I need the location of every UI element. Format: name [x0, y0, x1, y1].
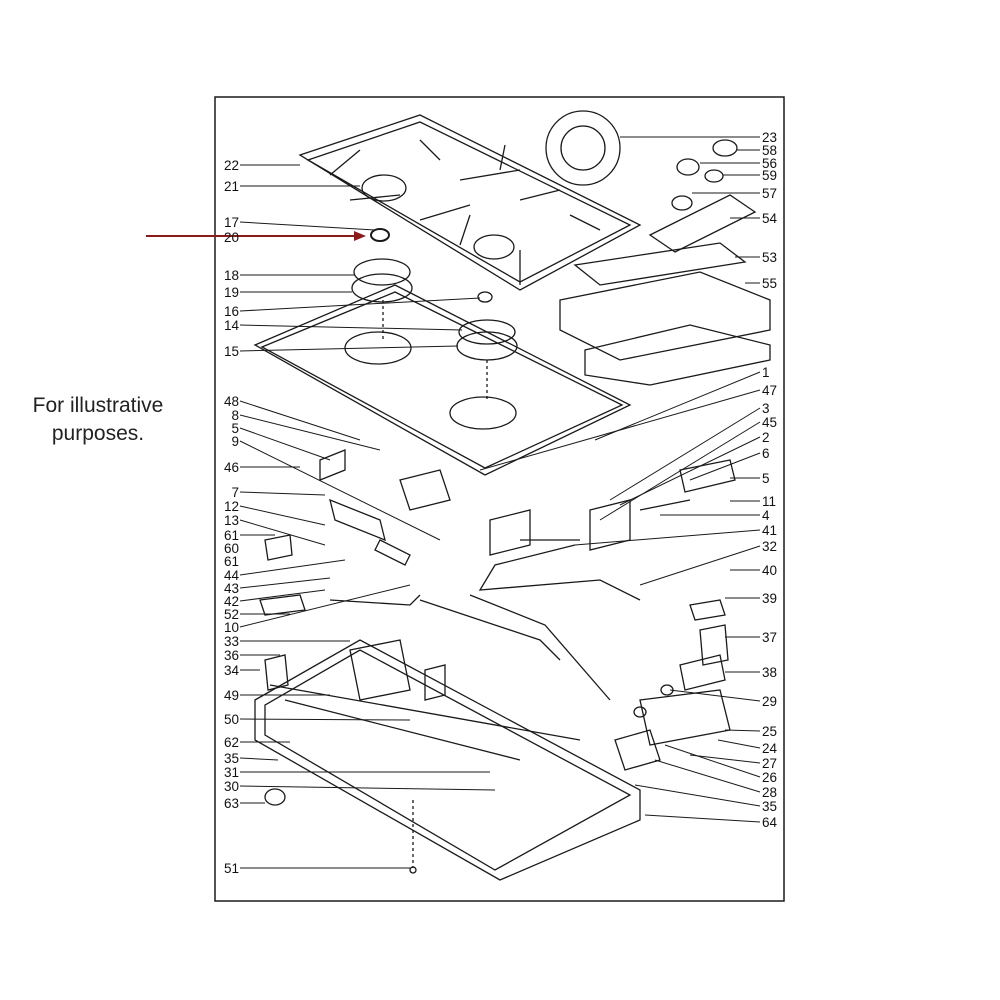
part-label-left-51: 51: [224, 861, 239, 876]
ring-23: [545, 110, 621, 186]
part-label-right-6: 6: [762, 446, 770, 461]
part-label-left-31: 31: [224, 765, 239, 780]
part-label-left-43: 43: [224, 581, 239, 596]
part-label-left-63: 63: [224, 796, 239, 811]
grate-outline: [298, 114, 642, 291]
part-label-left-61: 61: [224, 528, 239, 543]
part-label-right-35: 35: [762, 799, 777, 814]
part-label-right-58: 58: [762, 143, 777, 158]
part-label-right-23: 23: [762, 130, 777, 145]
part-label-right-1: 1: [762, 365, 770, 380]
part-label-right-40: 40: [762, 563, 777, 578]
illustrative-caption: For illustrative purposes.: [32, 394, 164, 445]
pointer-arrow: [146, 231, 366, 241]
leader-lines-right: [479, 136, 761, 823]
part-label-right-38: 38: [762, 665, 777, 680]
part-label-right-28: 28: [762, 785, 777, 800]
part-label-left-48: 48: [224, 394, 239, 409]
part-label-left-35: 35: [224, 751, 239, 766]
part-label-left-50: 50: [224, 712, 239, 727]
part-label-left-14: 14: [224, 318, 240, 333]
part-label-left-21: 21: [224, 179, 239, 194]
part-label-right-24: 24: [762, 741, 778, 756]
part-label-right-32: 32: [762, 539, 777, 554]
part-label-left-22: 22: [224, 158, 239, 173]
part-label-right-45: 45: [762, 415, 777, 430]
parts-linework: [253, 110, 771, 881]
part-label-right-37: 37: [762, 630, 777, 645]
part-label-left-20: 20: [224, 230, 239, 245]
part-label-left-17: 17: [224, 215, 239, 230]
part-label-right-2: 2: [762, 430, 770, 445]
part-label-left-62: 62: [224, 735, 239, 750]
part-label-right-27: 27: [762, 756, 777, 771]
diagram-frame: [214, 96, 785, 902]
part-label-right-39: 39: [762, 591, 777, 606]
part-label-left-13: 13: [224, 513, 239, 528]
part-label-left-42: 42: [224, 594, 239, 609]
part-label-left-16: 16: [224, 304, 239, 319]
part-label-left-46: 46: [224, 460, 239, 475]
part-label-right-64: 64: [762, 815, 778, 830]
part-label-right-54: 54: [762, 211, 778, 226]
leader-lines-left: [239, 164, 496, 869]
part-label-right-26: 26: [762, 770, 777, 785]
part-label-right-41: 41: [762, 523, 777, 538]
part-label-right-4: 4: [762, 508, 770, 523]
burner-cap-21: [361, 174, 407, 202]
part-label-left-34: 34: [224, 663, 240, 678]
part-label-left-9: 9: [231, 434, 239, 449]
part-label-left-19: 19: [224, 285, 239, 300]
part-label-right-11: 11: [762, 494, 776, 509]
part-label-right-5: 5: [762, 471, 770, 486]
part-label-left-30: 30: [224, 779, 239, 794]
part-label-right-55: 55: [762, 276, 777, 291]
part-label-left-60: 60: [224, 541, 239, 556]
part-label-right-53: 53: [762, 250, 777, 265]
part-label-right-25: 25: [762, 724, 777, 739]
part-label-left-33: 33: [224, 634, 239, 649]
part-label-left-10: 10: [224, 620, 239, 635]
base-tray: [254, 639, 641, 881]
part-label-left-18: 18: [224, 268, 239, 283]
part-label-left-5: 5: [231, 421, 239, 436]
part-label-right-29: 29: [762, 694, 777, 709]
part-number-labels-right: 2358565957545355147345265114413240393738…: [762, 130, 778, 830]
part-number-labels-left: 2221172018191614154885946712136160614443…: [224, 158, 240, 876]
part-label-left-7: 7: [231, 485, 239, 500]
part-label-right-3: 3: [762, 401, 770, 416]
part-label-left-49: 49: [224, 688, 239, 703]
part-label-right-56: 56: [762, 156, 777, 171]
part-label-left-12: 12: [224, 499, 239, 514]
part-label-left-8: 8: [231, 408, 239, 423]
part-label-right-47: 47: [762, 383, 777, 398]
part-label-left-52: 52: [224, 607, 239, 622]
part-label-right-59: 59: [762, 168, 777, 183]
part-label-left-36: 36: [224, 648, 239, 663]
part-label-left-15: 15: [224, 344, 239, 359]
part-label-left-44: 44: [224, 568, 240, 583]
part-label-right-57: 57: [762, 186, 777, 201]
part-label-left-61: 61: [224, 554, 239, 569]
hob-plate: [253, 284, 632, 476]
